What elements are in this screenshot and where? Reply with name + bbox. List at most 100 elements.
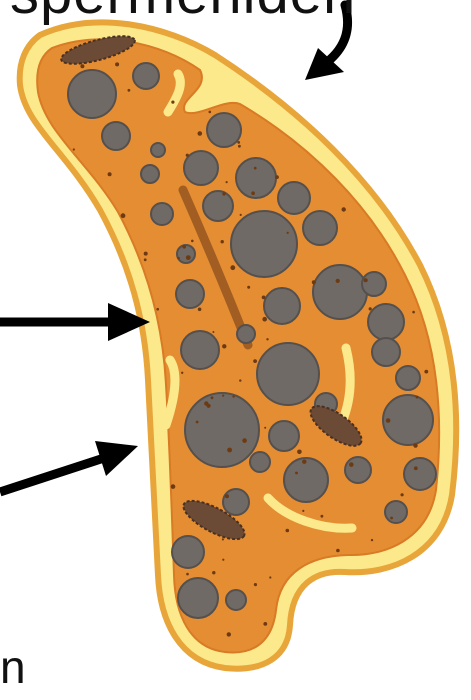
arrow-middle <box>0 303 150 341</box>
granule <box>102 122 130 150</box>
speck <box>144 258 147 261</box>
speck <box>286 529 290 533</box>
speck <box>212 571 215 574</box>
speck <box>108 172 112 176</box>
granule <box>203 191 233 221</box>
speck <box>269 576 271 578</box>
speck <box>263 622 267 626</box>
speck <box>254 583 257 586</box>
granule <box>257 343 319 405</box>
speck <box>198 131 203 136</box>
speck <box>222 344 226 348</box>
granule <box>151 203 173 225</box>
granule <box>177 245 195 263</box>
granule <box>151 143 165 157</box>
speck <box>369 307 372 310</box>
speck <box>198 308 202 312</box>
granule <box>133 63 159 89</box>
speck <box>312 280 316 284</box>
granule <box>278 182 310 214</box>
speck <box>239 379 241 381</box>
speck <box>247 286 250 289</box>
speck <box>238 145 241 148</box>
speck <box>226 181 228 183</box>
granule <box>250 452 270 472</box>
granule <box>226 590 246 610</box>
speck <box>186 255 191 260</box>
speck <box>386 418 391 423</box>
speck <box>262 296 266 300</box>
granule <box>383 395 433 445</box>
speck <box>237 141 240 144</box>
speck <box>222 538 224 540</box>
speck <box>156 308 159 311</box>
speck <box>222 192 225 195</box>
speck <box>414 466 418 470</box>
speck <box>262 317 267 322</box>
speck <box>222 395 224 397</box>
speck <box>186 154 189 157</box>
speck <box>80 64 84 68</box>
speck <box>253 359 257 363</box>
granule <box>231 211 297 277</box>
speck <box>254 167 257 170</box>
granule <box>223 489 249 515</box>
granule <box>264 288 300 324</box>
speck <box>295 472 298 475</box>
granule <box>269 421 299 451</box>
speck <box>211 396 214 399</box>
speck <box>302 510 304 512</box>
granule <box>236 158 276 198</box>
speck <box>181 372 183 374</box>
granule <box>178 578 218 618</box>
speck <box>390 517 393 520</box>
speck <box>212 331 214 333</box>
granule <box>141 165 159 183</box>
speck <box>230 265 235 270</box>
speck <box>171 101 174 104</box>
granule <box>385 501 407 523</box>
arrow-bottom <box>0 441 138 492</box>
speck <box>264 427 266 429</box>
speck <box>349 462 354 467</box>
speck <box>412 311 415 314</box>
granule <box>396 366 420 390</box>
granule <box>345 457 371 483</box>
speck <box>222 559 224 561</box>
granule <box>207 113 241 147</box>
speck <box>225 494 229 498</box>
speck <box>115 62 119 66</box>
speck <box>275 175 279 179</box>
granule <box>184 151 218 185</box>
speck <box>336 549 340 553</box>
speck <box>209 111 212 114</box>
speck <box>321 515 324 518</box>
granule <box>185 393 259 467</box>
top-label-partial: spermeniden <box>10 0 356 27</box>
speck <box>416 396 419 399</box>
speck <box>178 257 180 259</box>
speck <box>287 232 289 234</box>
speck <box>240 214 242 216</box>
speck <box>73 148 75 150</box>
speck <box>424 370 428 374</box>
speck <box>227 632 231 636</box>
granule <box>176 280 204 308</box>
speck <box>221 240 224 243</box>
granule <box>313 265 367 319</box>
speck <box>171 484 176 489</box>
speck <box>302 460 306 464</box>
granule <box>362 272 386 296</box>
speck <box>266 338 268 340</box>
speck <box>204 401 208 405</box>
speck <box>186 573 189 576</box>
granule <box>172 536 204 568</box>
speck <box>371 539 373 541</box>
granule <box>181 331 219 369</box>
granule <box>303 211 337 245</box>
speck <box>196 421 199 424</box>
granule <box>404 458 436 490</box>
granule <box>372 338 400 366</box>
